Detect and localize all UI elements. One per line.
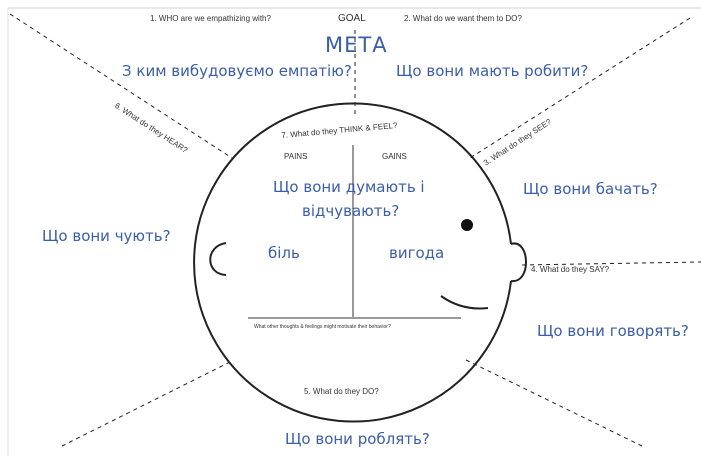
divider-top-left [9, 13, 233, 159]
head-eye [461, 219, 473, 231]
do-label-uk: Що вони роблять? [285, 430, 430, 448]
head-ear [510, 242, 527, 283]
say-label-en: 4. What do they SAY? [531, 265, 610, 274]
goal-label-uk: МЕТА [325, 33, 388, 57]
think-label-uk-line2: відчувають? [302, 202, 400, 220]
hear-label-uk: Що вони чують? [42, 227, 171, 245]
divider-right [521, 261, 701, 266]
q1-label-uk: З ким вибудовуємо емпатію? [122, 62, 352, 80]
motivation-label-en: What other thoughts & feelings might mot… [254, 324, 391, 330]
head-outline [193, 102, 512, 423]
q1-label-en: 1. WHO are we empathizing with? [150, 14, 271, 23]
divider-top-right [469, 17, 691, 159]
pains-label-en: PAINS [284, 152, 308, 161]
do-label-en: 5. What do they DO? [304, 387, 379, 396]
see-label-uk: Що вони бачать? [523, 180, 658, 198]
head-mouth [440, 295, 489, 310]
gains-label-en: GAINS [382, 152, 407, 161]
think-label-uk-line1: Що вони думають і [273, 178, 425, 196]
goal-label-en: GOAL [338, 13, 366, 24]
q2-label-en: 2. What do we want them to DO? [404, 14, 522, 23]
divider-bottom-right [465, 359, 643, 447]
say-label-uk: Що вони говорять? [537, 322, 689, 340]
q2-label-uk: Що вони мають робити? [396, 62, 589, 80]
left-ear-mark [209, 242, 227, 276]
pains-label-uk: біль [268, 244, 300, 262]
divider-bottom-left [61, 361, 231, 447]
gains-label-uk: вигода [389, 244, 445, 262]
